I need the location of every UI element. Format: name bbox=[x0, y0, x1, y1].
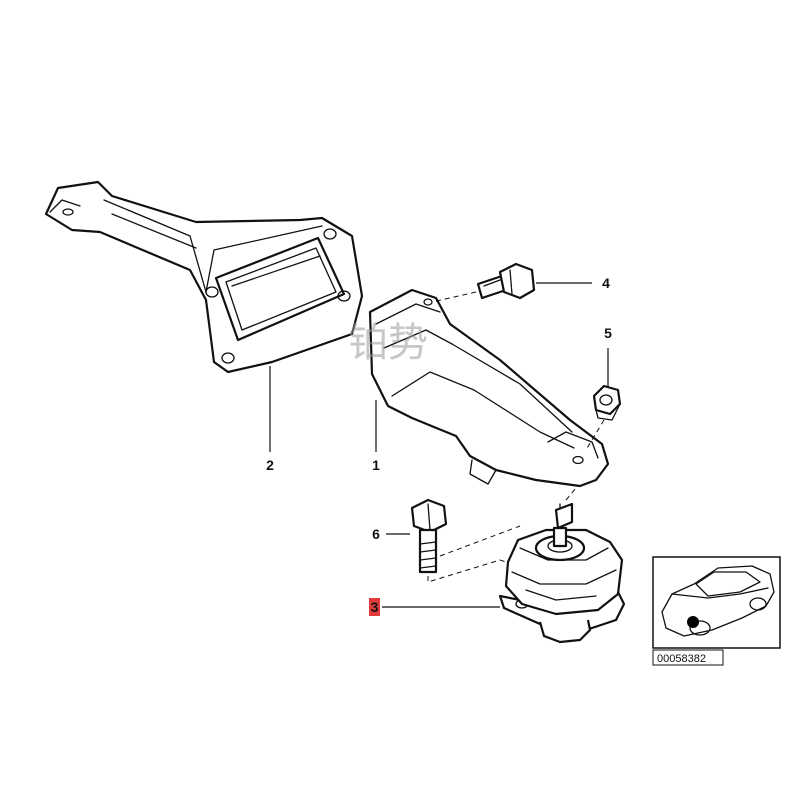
reference-number-box bbox=[652, 649, 724, 666]
bolt-6-path bbox=[427, 559, 519, 583]
vehicle-location-inset: 00058382 bbox=[652, 556, 781, 666]
callout-3-highlight bbox=[369, 598, 380, 616]
part-1-engine-bracket bbox=[368, 288, 610, 488]
reference-number: 00058382 bbox=[657, 653, 706, 665]
callout-6: 6 bbox=[372, 526, 380, 542]
car-outline-icon bbox=[661, 565, 775, 637]
watermark-text: 铂势 bbox=[348, 320, 428, 366]
callout-5: 5 bbox=[604, 325, 612, 341]
part-5-hex-nut bbox=[592, 384, 622, 421]
callout-4: 4 bbox=[602, 275, 610, 291]
part-2-bracket-arm bbox=[44, 180, 364, 374]
location-marker-icon bbox=[687, 616, 699, 628]
callout-2: 2 bbox=[266, 457, 274, 473]
mount-stud-path bbox=[565, 487, 577, 501]
part-6-hex-bolt bbox=[410, 498, 448, 574]
nut-5-path bbox=[585, 419, 605, 451]
bolt-4-path bbox=[431, 291, 477, 303]
part-4-flange-bolt bbox=[476, 262, 536, 300]
callout-1: 1 bbox=[372, 457, 380, 473]
bolt-6-guide bbox=[439, 525, 521, 557]
part-3-engine-mount bbox=[498, 502, 626, 644]
callout-3: 3 bbox=[371, 599, 379, 615]
